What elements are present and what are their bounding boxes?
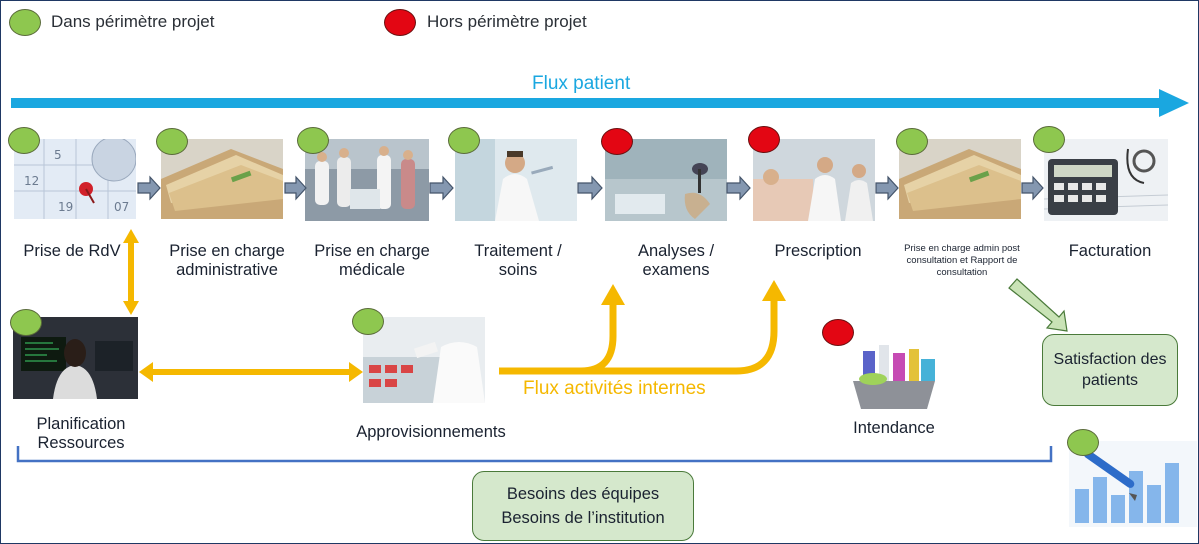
step-4-label: Traitement / soins bbox=[474, 242, 562, 279]
step-5-label: Analyses / examens bbox=[637, 242, 715, 279]
satisfaction-arrow bbox=[1008, 278, 1068, 332]
rdv-planning-double-arrow bbox=[123, 229, 139, 315]
connector-arrow-3 bbox=[429, 175, 454, 201]
step-6-label: Prescription bbox=[774, 242, 862, 260]
flux-internal-title: Flux activités internes bbox=[523, 378, 706, 399]
step-6-status-marker bbox=[748, 126, 780, 153]
stats-status-marker bbox=[1067, 429, 1099, 456]
step-7-label: Prise en charge admin post consultation … bbox=[904, 243, 1020, 278]
supply-status-marker bbox=[352, 308, 384, 335]
connector-arrow-1 bbox=[137, 175, 161, 201]
step-1-status-marker bbox=[8, 127, 40, 154]
step-3-label: Prise en charge médicale bbox=[314, 242, 430, 279]
analyses-up-arrow bbox=[601, 284, 625, 305]
housekeeping-image bbox=[833, 331, 955, 411]
connector-arrow-5 bbox=[726, 175, 751, 201]
prescription-up-arrow bbox=[762, 280, 786, 301]
stats-pen-image bbox=[1069, 441, 1197, 527]
step-8-status-marker bbox=[1033, 126, 1065, 153]
step-5-status-marker bbox=[601, 128, 633, 155]
prescription-image bbox=[753, 139, 875, 221]
step-2-status-marker bbox=[156, 128, 188, 155]
flux-patient-title: Flux patient bbox=[532, 73, 631, 94]
connector-arrow-2 bbox=[284, 175, 307, 201]
doctor-syringe-image bbox=[455, 139, 577, 221]
legend-in-scope-label: Dans périmètre projet bbox=[51, 12, 215, 31]
satisfaction-label: Satisfaction des patients bbox=[1053, 351, 1167, 389]
housekeeping-label: Intendance bbox=[853, 419, 935, 437]
needs-box: Besoins des équipes Besoins de l’institu… bbox=[472, 471, 694, 541]
bracket-line bbox=[16, 446, 1053, 463]
satisfaction-box: Satisfaction des patients bbox=[1042, 334, 1178, 406]
internal-flow-lines bbox=[499, 297, 778, 375]
step-7-status-marker bbox=[896, 128, 928, 155]
svg-text:12: 12 bbox=[24, 174, 39, 188]
medical-team-image bbox=[305, 139, 429, 221]
svg-text:19: 19 bbox=[58, 200, 73, 214]
supply-image bbox=[363, 317, 485, 403]
step-1-label: Prise de RdV bbox=[23, 242, 121, 260]
connector-arrow-4 bbox=[577, 175, 603, 201]
legend-out-scope-marker bbox=[384, 9, 416, 36]
legend-in-scope-marker bbox=[9, 9, 41, 36]
needs-line-1: Besoins des équipes bbox=[506, 485, 660, 503]
folders-image bbox=[161, 139, 283, 219]
needs-line-2: Besoins de l’institution bbox=[501, 509, 665, 527]
billing-image bbox=[1044, 139, 1168, 221]
step-3-status-marker bbox=[297, 127, 329, 154]
step-4-status-marker bbox=[448, 127, 480, 154]
svg-text:5: 5 bbox=[54, 148, 62, 162]
connector-arrow-7 bbox=[1021, 175, 1044, 201]
svg-text:07: 07 bbox=[114, 200, 129, 214]
step-2-label: Prise en charge administrative bbox=[169, 242, 285, 279]
flux-patient-arrow bbox=[11, 89, 1189, 117]
planning-label: Planification Ressources bbox=[36, 415, 126, 452]
supply-label: Approvisionnements bbox=[356, 423, 506, 441]
planning-status-marker bbox=[10, 309, 42, 336]
step-8-label: Facturation bbox=[1068, 242, 1152, 260]
legend-out-scope-label: Hors périmètre projet bbox=[427, 12, 587, 31]
planning-supply-double-arrow bbox=[139, 362, 363, 382]
connector-arrow-6 bbox=[875, 175, 899, 201]
housekeeping-status-marker bbox=[822, 319, 854, 346]
admin-folders-image bbox=[899, 139, 1021, 219]
calendar-image: 5 12 19 07 bbox=[14, 139, 136, 219]
